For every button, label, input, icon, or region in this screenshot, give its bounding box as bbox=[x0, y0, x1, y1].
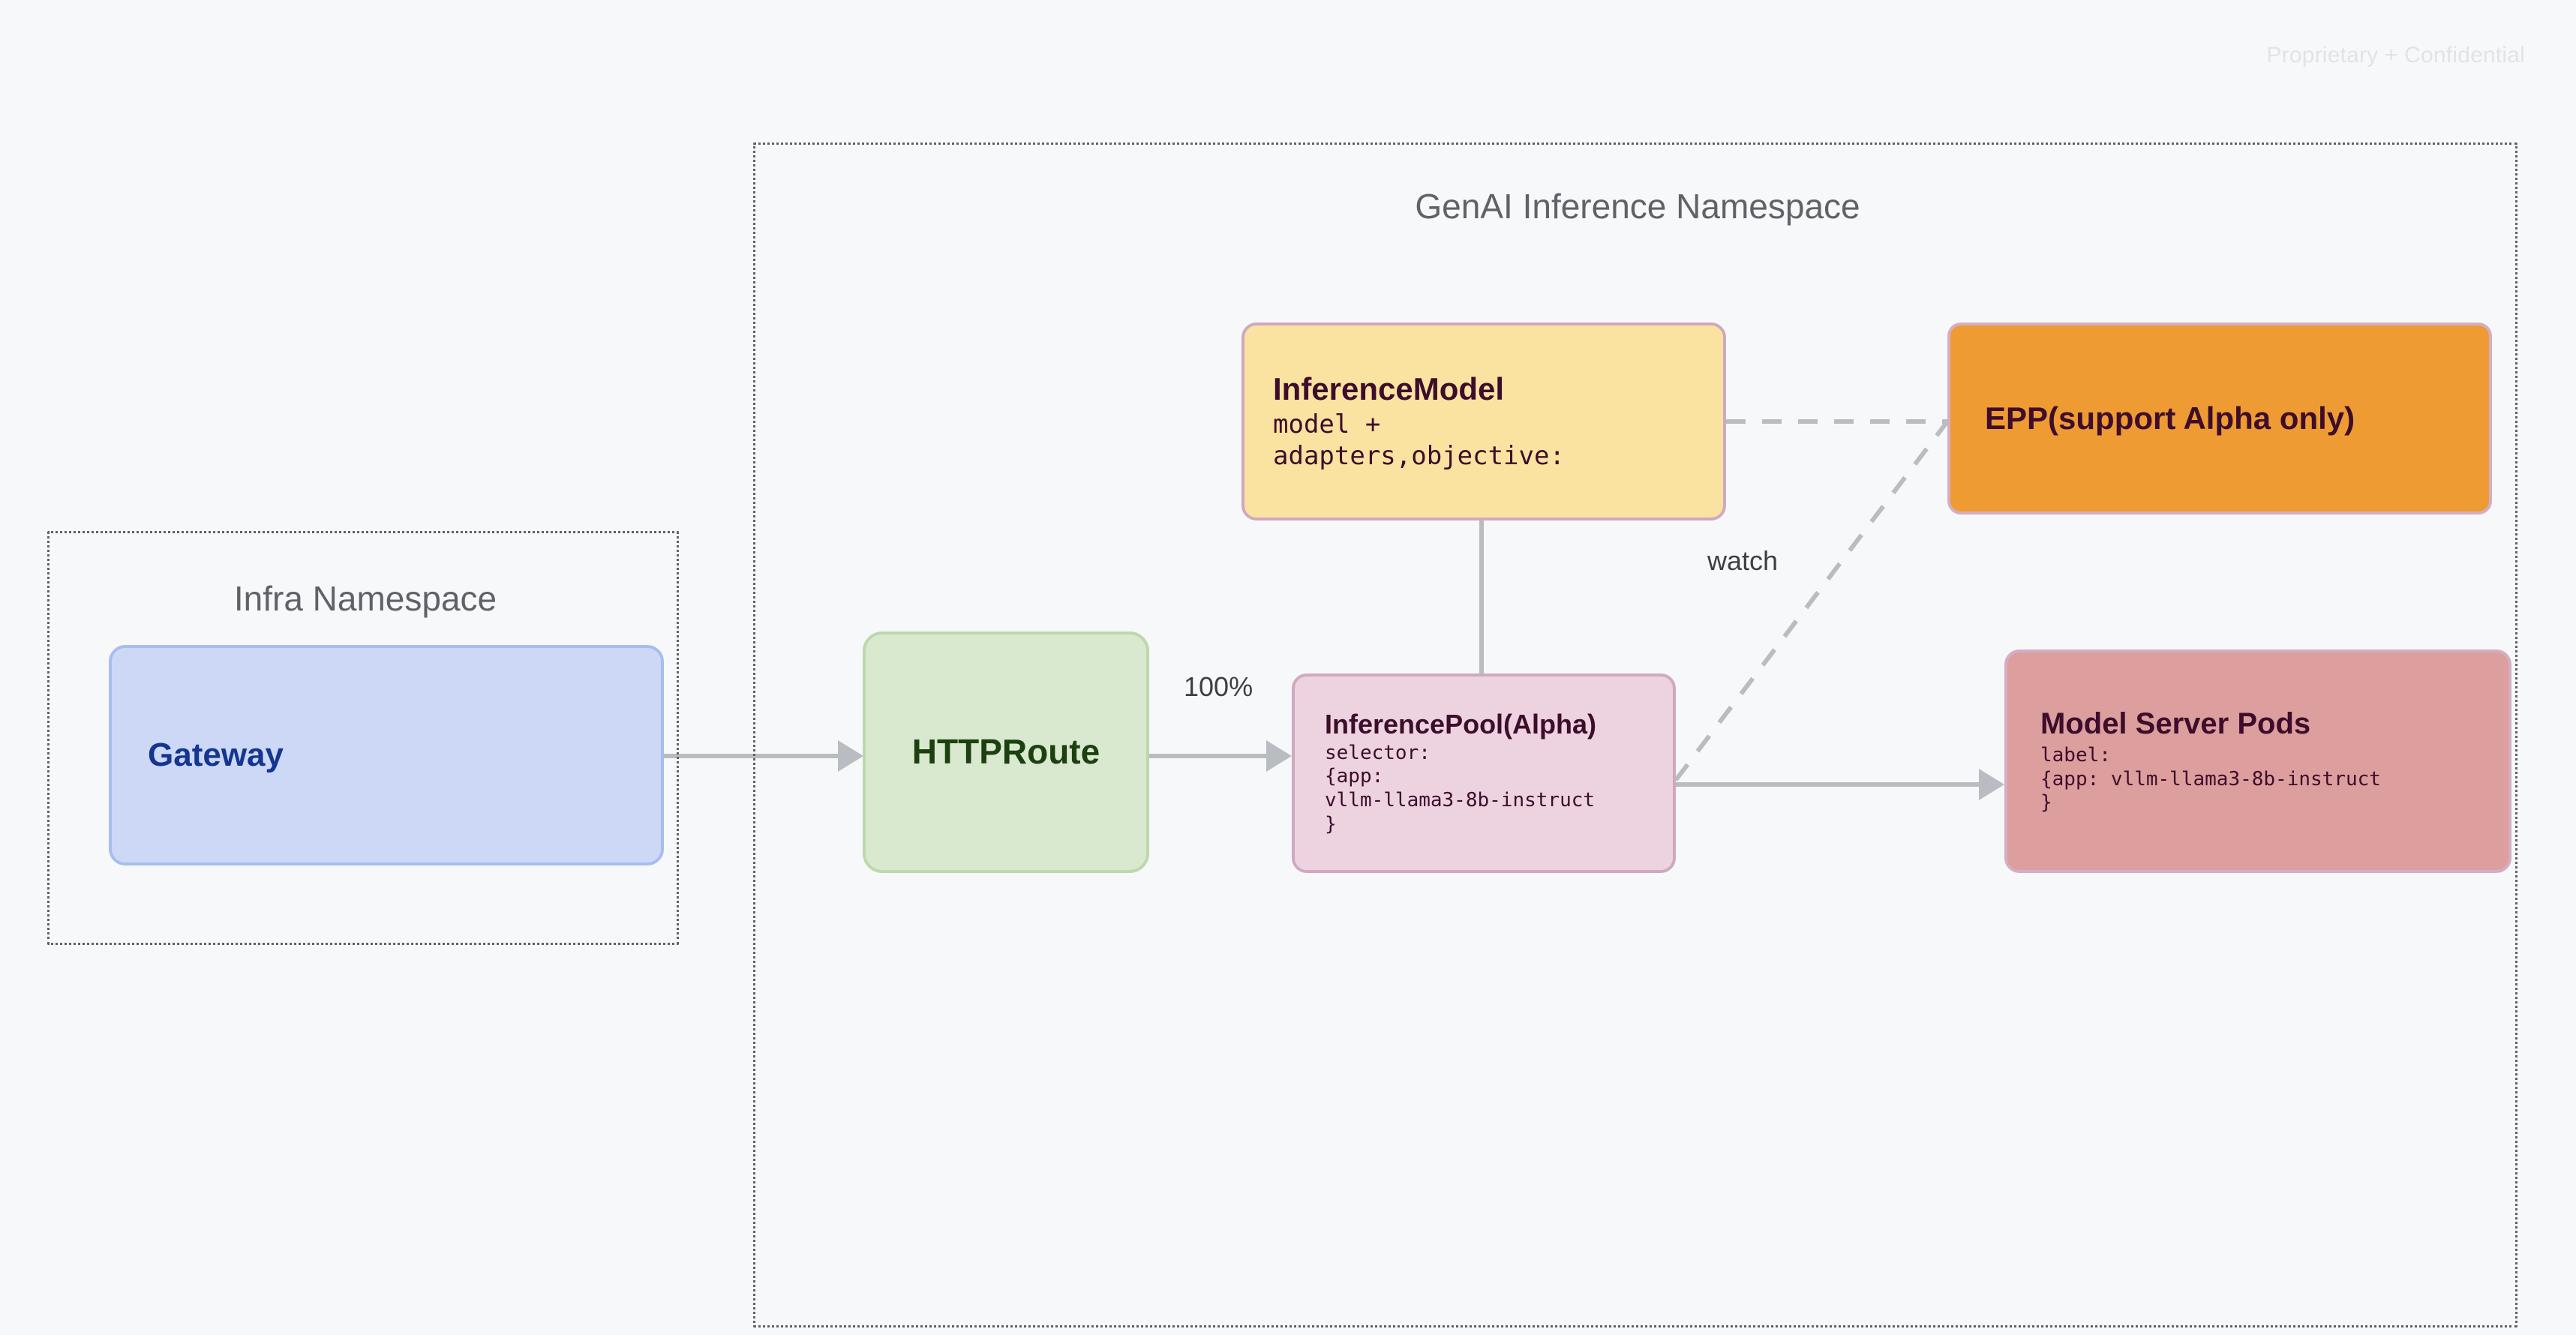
node-model-server-pods-title: Model Server Pods bbox=[2040, 707, 2311, 741]
node-inferencepool-line-1: selector: bbox=[1325, 741, 1431, 764]
node-httproute-title: HTTPRoute bbox=[911, 732, 1100, 772]
node-gateway[interactable]: Gateway bbox=[109, 645, 664, 866]
node-model-server-pods[interactable]: Model Server Pods label: {app: vllm-llam… bbox=[2004, 650, 2511, 873]
node-httproute[interactable]: HTTPRoute bbox=[863, 632, 1149, 873]
connector-gateway-httproute bbox=[664, 754, 838, 758]
node-inferencemodel[interactable]: InferenceModel model + adapters,objectiv… bbox=[1241, 322, 1726, 520]
node-inferencepool-line-3: vllm-llama3-8b-instruct bbox=[1325, 789, 1596, 812]
node-inferencemodel-line-2: adapters,objective: bbox=[1273, 440, 1565, 471]
node-inferencepool-line-4: } bbox=[1325, 812, 1337, 836]
confidentiality-watermark: Proprietary + Confidential bbox=[2266, 43, 2525, 68]
connector-inferencepool-modelserverpods bbox=[1676, 782, 1979, 787]
connector-label-100-percent: 100% bbox=[1184, 671, 1253, 702]
node-inferencepool[interactable]: InferencePool(Alpha) selector: {app: vll… bbox=[1292, 674, 1676, 873]
arrowhead-inferencepool-modelserverpods bbox=[1979, 769, 2004, 800]
node-gateway-title: Gateway bbox=[148, 736, 284, 774]
connector-httproute-inferencepool bbox=[1149, 754, 1266, 758]
infra-namespace-title: Infra Namespace bbox=[233, 579, 497, 618]
genai-inference-namespace-container: GenAI Inference Namespace bbox=[753, 142, 2517, 1328]
node-model-server-pods-line-1: label: bbox=[2040, 743, 2111, 766]
arrowhead-gateway-httproute bbox=[838, 740, 863, 772]
node-inferencemodel-line-1: model + bbox=[1273, 410, 1381, 440]
arrowhead-httproute-inferencepool bbox=[1266, 740, 1292, 772]
node-model-server-pods-line-2: {app: vllm-llama3-8b-instruct bbox=[2040, 767, 2381, 790]
genai-inference-namespace-title: GenAI Inference Namespace bbox=[1415, 187, 1860, 226]
connector-inferencemodel-inferencepool bbox=[1479, 520, 1484, 675]
node-epp[interactable]: EPP(support Alpha only) bbox=[1947, 322, 2492, 514]
node-inferencepool-line-2: {app: bbox=[1325, 765, 1384, 788]
infra-namespace-container: Infra Namespace bbox=[47, 531, 679, 945]
node-inferencepool-title: InferencePool(Alpha) bbox=[1325, 709, 1597, 740]
node-epp-title: EPP(support Alpha only) bbox=[1985, 400, 2355, 436]
connector-label-watch: watch bbox=[1707, 545, 1779, 576]
node-inferencemodel-title: InferenceModel bbox=[1273, 371, 1505, 407]
node-model-server-pods-line-3: } bbox=[2040, 791, 2052, 814]
